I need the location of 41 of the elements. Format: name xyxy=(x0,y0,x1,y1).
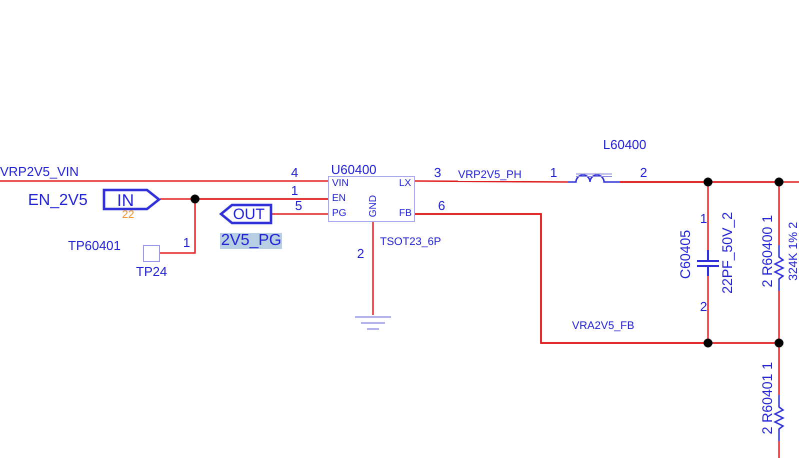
component-label: EN_2V5 xyxy=(28,193,88,209)
component-label: C60405 xyxy=(678,230,692,280)
pin-name: PG xyxy=(332,209,346,219)
pin-name: EN xyxy=(332,194,346,204)
part-designator: U60400 xyxy=(331,163,377,176)
pin-name: FB xyxy=(399,209,412,219)
component-label: 2 R60400 1 xyxy=(760,215,774,288)
wire xyxy=(272,213,328,215)
wire xyxy=(415,180,568,183)
component-label: TP24 xyxy=(136,265,168,278)
pin-number: 2 xyxy=(700,300,708,313)
wire xyxy=(372,222,374,315)
pin-number: 1 xyxy=(291,184,298,197)
component-label: 22PF_50V_2 xyxy=(720,212,734,294)
net-label: VRP2V5_PH xyxy=(458,170,522,181)
component-label: 2V5_PG xyxy=(220,233,282,249)
component-label: TSOT23_6P xyxy=(380,237,442,248)
wire xyxy=(160,198,328,254)
pin-number: 2 xyxy=(640,166,648,179)
pin-number: 5 xyxy=(295,199,302,212)
pin-number: 1 xyxy=(183,236,190,249)
wire xyxy=(0,180,328,182)
component-label: 324K 1% 2 xyxy=(787,222,799,281)
pin-number: 4 xyxy=(291,166,298,179)
wire xyxy=(620,181,799,183)
wire xyxy=(778,441,780,458)
pin-number: 3 xyxy=(434,166,442,179)
component-label: 22 xyxy=(122,210,134,221)
pin-number: 1 xyxy=(700,212,708,225)
pin-number: 2 xyxy=(357,247,364,260)
wire xyxy=(415,213,780,395)
pin-name: VIN xyxy=(332,179,349,189)
pin-name: GND xyxy=(369,195,379,218)
net-label: VRP2V5_VIN xyxy=(0,165,79,178)
pin-name: LX xyxy=(399,179,412,189)
component-label: L60400 xyxy=(603,138,646,151)
component-label: 2 R60401 1 xyxy=(760,362,774,434)
pin-number: 1 xyxy=(550,166,558,179)
pin-number: 6 xyxy=(438,199,446,212)
net-label: VRA2V5_FB xyxy=(572,321,634,332)
component-label: TP60401 xyxy=(68,239,121,252)
